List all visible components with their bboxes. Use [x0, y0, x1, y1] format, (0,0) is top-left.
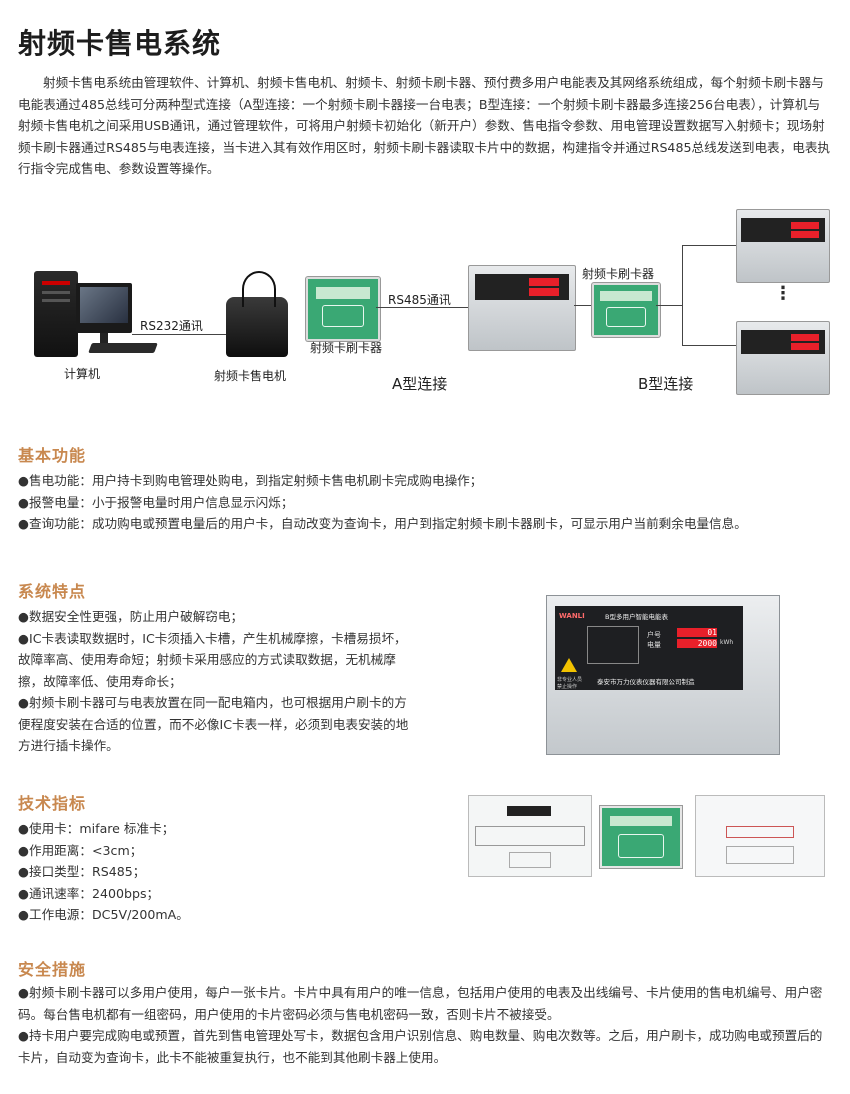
reader-b-label: 射频卡刷卡器	[582, 267, 655, 281]
list-item: ●持卡用户要完成购电或预置，首先到售电管理处写卡，数据包含用户识别信息、购电数量…	[18, 1028, 823, 1065]
warning-triangle-icon	[561, 658, 577, 672]
keyboard-icon	[88, 343, 158, 353]
vending-label: 射频卡售电机	[214, 369, 287, 383]
a-type-label: A型连接	[392, 375, 448, 393]
list-item: ●射频卡刷卡器可与电表放置在同一配电箱内，也可根据用户刷卡的方便程度安装在合适的…	[18, 695, 409, 753]
monitor-icon	[76, 283, 132, 333]
meter-b2-icon	[736, 321, 830, 395]
tech-specs-heading: 技术指标	[18, 794, 87, 813]
meter-manufacturer: 泰安市万力仪表仪器有限公司制造	[597, 678, 695, 686]
meter-box-image	[695, 795, 825, 877]
page-title: 射频卡售电系统	[18, 27, 222, 60]
system-features-list: ●数据安全性更强，防止用户破解窃电； ●IC卡表读取数据时，IC卡须插入卡槽，产…	[18, 606, 418, 757]
meter-b1-icon	[736, 209, 830, 283]
system-features-heading: 系统特点	[18, 582, 87, 601]
meter-a-icon	[468, 265, 576, 351]
more-meters-ellipsis: ⋮	[774, 283, 792, 304]
list-item: ●通讯速率：2400bps；	[18, 885, 160, 901]
list-item: ●数据安全性更强，防止用户破解窃电；	[18, 609, 244, 624]
meter-side-note: 非专业人员 禁止操作	[557, 677, 583, 690]
computer-tower-icon	[34, 271, 78, 357]
b-type-label: B型连接	[638, 375, 694, 393]
meter-label-energy: 电量	[647, 641, 661, 649]
card-reader-a-icon	[306, 277, 380, 341]
safety-list: ●射频卡刷卡器可以多用户使用，每户一张卡片。卡片中具有用户的唯一信息，包括用户使…	[18, 982, 832, 1068]
rs232-label: RS232通讯	[140, 319, 203, 333]
meter-led-display-1: 01	[677, 628, 717, 637]
list-item: ●接口类型：RS485；	[18, 864, 146, 879]
tech-specs-list: ●使用卡：mifare 标准卡； ●作用距离：<3cm； ●接口类型：RS485…	[18, 818, 458, 926]
list-item: ●IC卡表读取数据时，IC卡须插入卡槽，产生机械摩擦，卡槽易损坏，故障率高、使用…	[18, 630, 407, 689]
meter-brand: WANLI	[559, 612, 585, 620]
safety-heading: 安全措施	[18, 960, 87, 979]
list-item: ●工作电源：DC5V/200mA。	[18, 907, 189, 922]
basic-functions-heading: 基本功能	[18, 446, 87, 465]
list-item: ●报警电量：小于报警电量时用户信息显示闪烁；	[18, 494, 294, 510]
multi-user-meter-image: WANLI B型多用户智能电能表 户号 电量 01 2000 kWh 非专业人员…	[546, 595, 780, 755]
list-item: ●作用距离：<3cm；	[18, 842, 143, 858]
meter-unit-kwh: kWh	[720, 639, 734, 646]
meter-table	[587, 626, 639, 664]
connection-diagram: 计算机 RS232通讯 射频卡售电机 射频卡刷卡器 RS485通讯 A型连接 射…	[20, 205, 830, 405]
meter-led-display-2: 2000	[677, 639, 717, 648]
list-item: ●射频卡刷卡器可以多用户使用，每户一张卡片。卡片中具有用户的唯一信息，包括用户使…	[18, 985, 823, 1022]
computer-label: 计算机	[64, 367, 101, 381]
reader-a-label: 射频卡刷卡器	[310, 341, 383, 355]
distribution-box-image	[468, 795, 592, 877]
rs485-label: RS485通讯	[388, 293, 451, 307]
card-reader-image	[600, 806, 682, 868]
list-item: ●使用卡：mifare 标准卡；	[18, 821, 175, 836]
list-item: ●售电功能：用户持卡到购电管理处购电，到指定射频卡售电机刷卡完成购电操作；	[18, 473, 483, 488]
meter-name: B型多用户智能电能表	[605, 613, 668, 621]
list-item: ●查询功能：成功购电或预置电量后的用户卡，自动改变为查询卡，用户到指定射频卡刷卡…	[18, 516, 747, 531]
basic-functions-list: ●售电功能：用户持卡到购电管理处购电，到指定射频卡售电机刷卡完成购电操作； ●报…	[18, 470, 832, 535]
card-vending-machine-icon	[226, 297, 288, 357]
meter-label-household: 户号	[647, 631, 661, 639]
intro-paragraph: 射频卡售电系统由管理软件、计算机、射频卡售电机、射频卡、射频卡刷卡器、预付费多用…	[18, 75, 831, 176]
card-reader-b-icon	[592, 283, 660, 337]
